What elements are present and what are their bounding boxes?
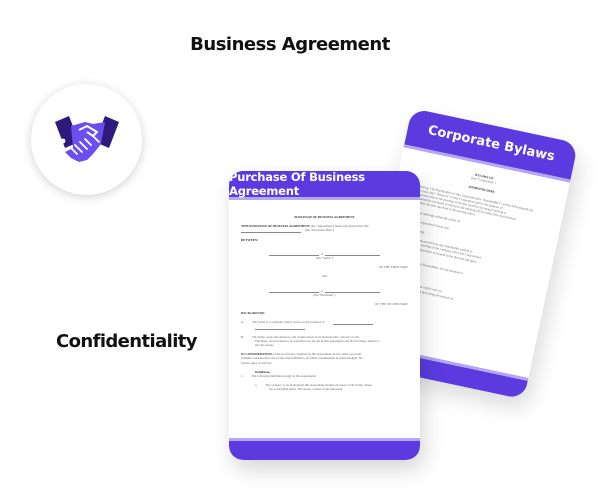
doc-text: Purchaser, and purchase to be transferre…	[255, 338, 380, 343]
doc-text: 1.	[241, 374, 244, 379]
doc-text: The Seller is a company which carries on…	[252, 320, 325, 325]
doc-text: (the "Purchaser")	[313, 292, 336, 297]
doc-text: IN CONSIDERATION	[241, 352, 273, 357]
doc-text: (the "Agreement") made and entered into …	[310, 224, 369, 229]
doc-heading: PURCHASE OF BUSINESS AGREEMENT	[294, 215, 355, 219]
doc-text: B.	[241, 334, 244, 339]
doc-text: Definitions	[255, 369, 270, 374]
doc-text: of the provisions contained in this Agre…	[273, 352, 362, 357]
doc-text: THIS PURCHASE OF BUSINESS AGREEMENT	[241, 224, 310, 229]
doc-text: (the "Execution Date")	[305, 228, 335, 233]
doc-text: (the "Seller")	[316, 256, 333, 261]
doc-text: of	[320, 251, 324, 256]
doc-text: A.	[241, 320, 245, 325]
doc-text: are as included items. The Assets consis…	[269, 387, 344, 392]
doc-text: The following definitions apply in this …	[251, 374, 317, 379]
purchase-agreement-document: Purchase Of Business Agreement PURCHASE …	[229, 171, 420, 460]
doc-text: The "Assets" to be included in this Agre…	[265, 383, 372, 388]
doc-text: OF THE FIRST PART	[379, 265, 408, 270]
handshake-icon	[54, 115, 119, 162]
doc-text: Parties agree as follows:	[241, 360, 273, 365]
doc-text: a.	[255, 383, 258, 388]
doc-text: valuable consideration, the receipt and …	[241, 356, 363, 361]
doc-text: buy the Assets.	[255, 343, 275, 348]
document-footer-bar	[229, 438, 420, 460]
document-header: Purchase Of Business Agreement	[229, 171, 420, 200]
document-body: PURCHASE OF BUSINESS AGREEMENT THIS PURC…	[229, 200, 420, 392]
page-title: Business Agreement	[190, 34, 390, 55]
doc-text: and	[322, 274, 327, 279]
doc-text: OF THE SECOND PART	[374, 302, 408, 307]
doc-text: of	[320, 288, 324, 293]
feature-label: Confidentiality	[56, 331, 198, 352]
doc-text: BETWEEN:	[241, 237, 259, 242]
handshake-badge	[31, 84, 142, 195]
doc-text: The Seller owns and desires to sell cert…	[251, 334, 360, 339]
doc-text: BACKGROUND	[241, 311, 265, 316]
